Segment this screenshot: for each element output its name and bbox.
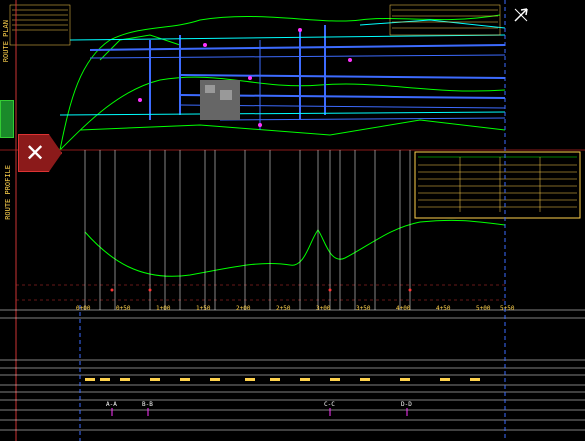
station-label: 0+50 [116,305,131,312]
panel-toggle-icon[interactable] [0,100,14,138]
north-arrow-icon [514,8,528,22]
section-marker: D-D [401,401,412,408]
station-label: 3+50 [356,305,371,312]
section-marker: B-B [142,401,153,408]
section-marker: A-A [106,401,117,408]
section-marker: C-C [324,401,335,408]
station-label: 1+50 [196,305,211,312]
station-label: 3+00 [316,305,331,312]
station-label: 2+00 [236,305,251,312]
station-label: 5+00 [476,305,491,312]
station-label: 5+50 [500,305,515,312]
station-label: 0+00 [76,305,91,312]
route-profile-label: ROUTE PROFILE [4,165,12,220]
station-label: 4+50 [436,305,451,312]
station-label: 1+00 [156,305,171,312]
route-plan-label: ROUTE PLAN [2,20,10,63]
route-plan-view [0,0,585,151]
station-label: 4+00 [396,305,411,312]
station-label: 2+50 [276,305,291,312]
